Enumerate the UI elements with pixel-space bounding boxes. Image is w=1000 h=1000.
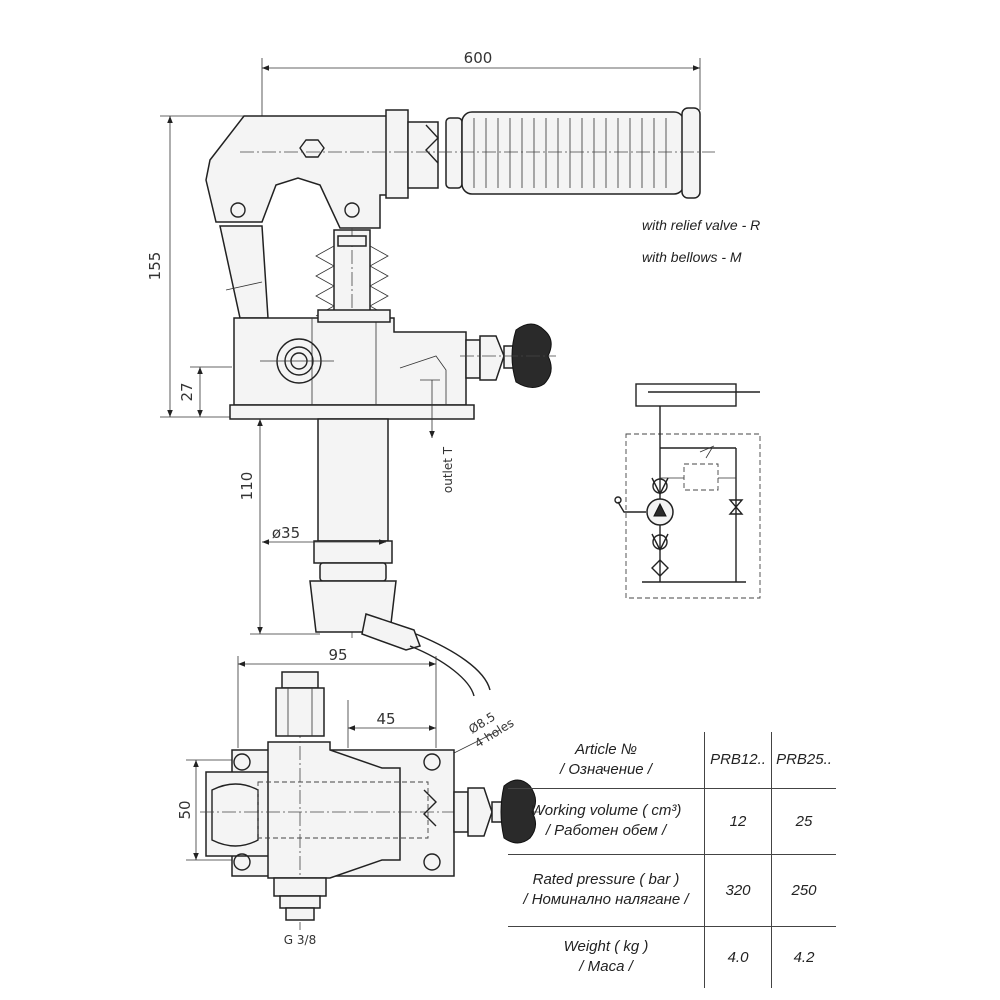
port-thread-label: G 3/8	[284, 933, 316, 947]
bellows-note: with bellows - M	[642, 249, 742, 265]
side-view: 600 155 27	[146, 49, 715, 697]
weight-prb12: 4.0	[704, 926, 772, 988]
spec-header-row: Article № / Означение / PRB12.. PRB25..	[508, 732, 836, 788]
col-prb12: PRB12..	[704, 732, 772, 788]
relief-valve-note: with relief valve - R	[642, 217, 760, 233]
working-volume-prb25: 25	[795, 812, 813, 830]
article-label: Article № / Означение /	[508, 732, 705, 788]
hydraulic-schematic	[614, 383, 761, 599]
rated-pressure-en: Rated pressure ( bar )	[532, 871, 680, 888]
rated-pressure-prb12: 320	[704, 854, 772, 926]
weight-label: Weight ( kg ) / Маса /	[508, 926, 705, 988]
spec-row: Working volume ( cm³) / Работен обем / 1…	[508, 788, 836, 854]
dim-110: 110	[238, 472, 256, 501]
col-prb25: PRB25..	[776, 751, 832, 769]
top-view: 95 45 Ø8.5 4 holes 50	[176, 646, 540, 947]
dim-95: 95	[328, 646, 347, 664]
dim-diameter-35: ø35	[272, 524, 300, 542]
dim-27: 27	[178, 382, 196, 401]
article-label-bg: / Означение /	[560, 760, 652, 778]
working-volume-bg: / Работен обем /	[545, 822, 667, 839]
weight-en: Weight ( kg )	[563, 938, 649, 956]
dim-600: 600	[464, 49, 493, 67]
weight-bg: / Маса /	[579, 958, 633, 976]
outlet-label: outlet T	[441, 446, 455, 493]
working-volume-label: Working volume ( cm³) / Работен обем /	[508, 788, 705, 854]
working-volume-prb12: 12	[704, 788, 772, 854]
dim-45: 45	[376, 710, 395, 728]
dim-155: 155	[146, 252, 164, 281]
weight-prb25: 4.2	[793, 948, 815, 966]
rated-pressure-prb25: 250	[791, 881, 817, 899]
article-label-en: Article №	[574, 740, 638, 758]
spec-row: Rated pressure ( bar ) / Номинално наляг…	[508, 854, 836, 926]
working-volume-en: Working volume ( cm³)	[530, 802, 682, 819]
rated-pressure-label: Rated pressure ( bar ) / Номинално наляг…	[508, 854, 705, 926]
dim-50: 50	[176, 800, 194, 819]
spec-table: Article № / Означение / PRB12.. PRB25.. …	[508, 732, 836, 988]
rated-pressure-bg: / Номинално налягане /	[523, 891, 689, 908]
spec-row: Weight ( kg ) / Маса / 4.0 4.2	[508, 926, 836, 988]
